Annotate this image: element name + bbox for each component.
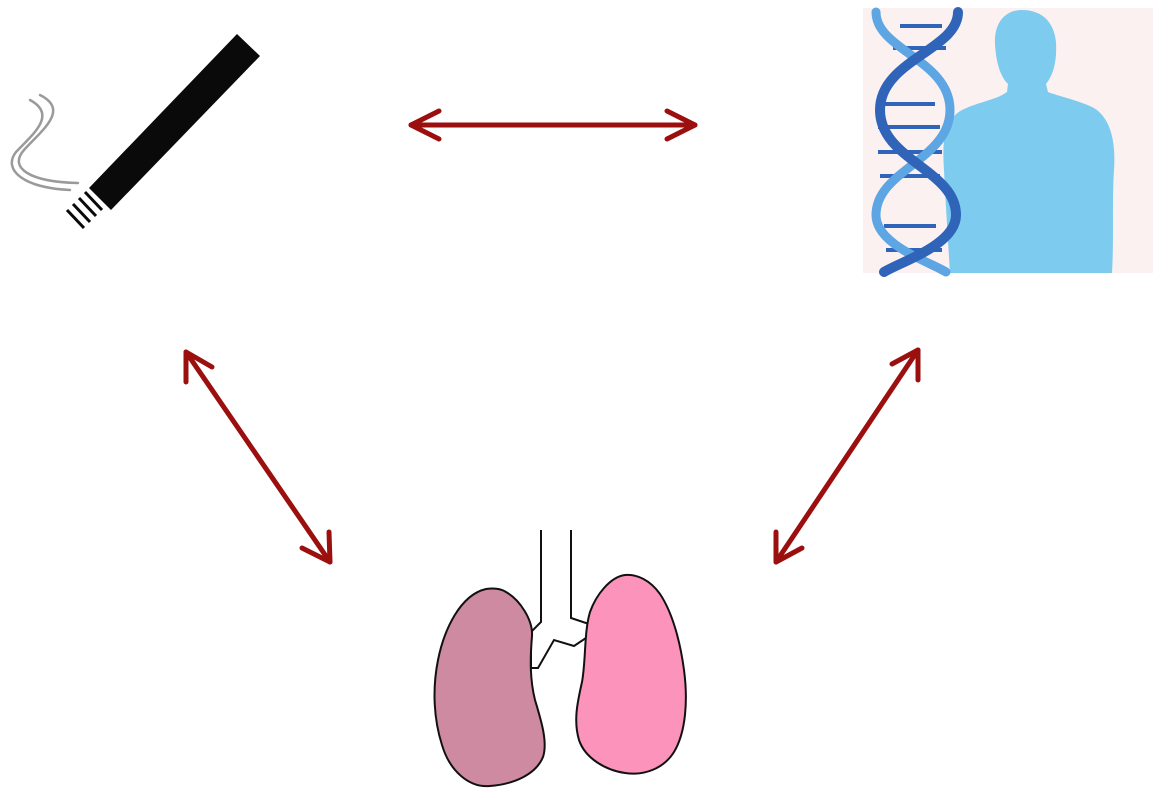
left-lung-right-side [575, 573, 687, 775]
arrow-genetics-lungs [773, 347, 921, 565]
dna-person-icon [863, 7, 1153, 277]
arrow-smoking-genetics [408, 108, 698, 142]
cigarette-body [89, 34, 260, 210]
smoke-icon [10, 93, 80, 192]
lungs-icon [433, 530, 687, 788]
dna-strand-back [871, 7, 955, 277]
right-lung-left-side [433, 587, 546, 788]
dna-helix-icon [871, 7, 963, 277]
cigarette-icon [10, 34, 260, 230]
dna-strand-front [874, 7, 963, 277]
arrow-smoking-lungs [183, 349, 333, 565]
cigarette-filter-lines [65, 190, 104, 230]
trachea [530, 530, 590, 669]
person-silhouette-icon [943, 10, 1115, 273]
